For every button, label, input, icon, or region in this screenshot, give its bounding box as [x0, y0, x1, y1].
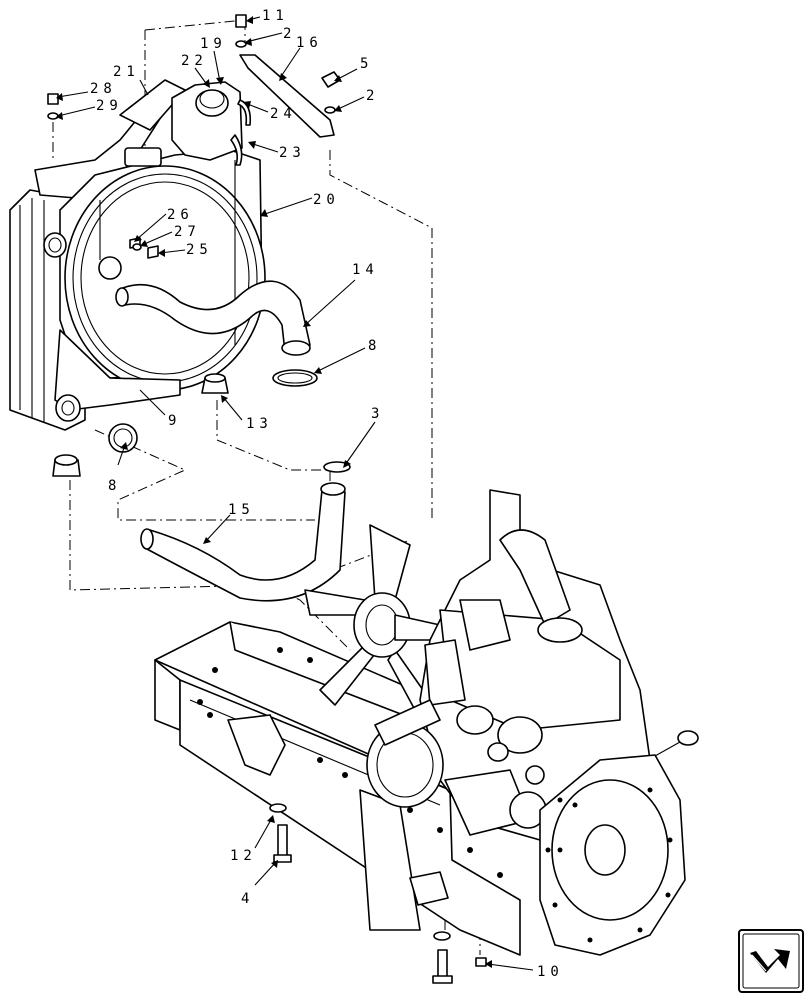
callout-29: 29: [96, 98, 123, 114]
callout-22: 22: [181, 53, 208, 69]
overflow-bottle: [171, 81, 252, 166]
leader-lines: [56, 16, 534, 971]
callout-20: 20: [313, 192, 340, 208]
callout-13: 13: [246, 416, 273, 432]
callout-14: 14: [352, 262, 379, 278]
callout-24: 24: [270, 106, 297, 122]
callout-15: 15: [228, 502, 255, 518]
callout-4: 4: [241, 891, 254, 907]
callout-9: 9: [168, 413, 181, 429]
callout-2-right: 2: [366, 88, 379, 104]
cooling-fan: [304, 524, 441, 711]
callout-11: 11: [262, 8, 289, 24]
callout-2-top: 2: [283, 26, 296, 42]
rubber-mounts: [52, 373, 229, 477]
callout-8-upper: 8: [368, 338, 381, 354]
callout-25: 25: [186, 242, 213, 258]
engine-block: [366, 489, 699, 956]
callout-labels: 11 2 16 19 22 21 28 29 5 2 24 23 20 26 2…: [90, 8, 564, 980]
callout-12: 12: [230, 848, 257, 864]
small-hardware-bottom: [269, 803, 487, 984]
callout-10: 10: [537, 964, 564, 980]
callout-28: 28: [90, 81, 117, 97]
callout-19: 19: [200, 36, 227, 52]
callout-27: 27: [174, 224, 201, 240]
callout-23: 23: [279, 145, 306, 161]
radiator-assembly: [9, 79, 266, 431]
callout-16: 16: [296, 35, 323, 51]
upper-radiator-hose: [115, 280, 311, 356]
callout-5: 5: [360, 56, 373, 72]
callout-3: 3: [371, 406, 384, 422]
callout-21: 21: [113, 64, 140, 80]
callout-8-lower: 8: [108, 478, 121, 494]
next-page-arrow-icon[interactable]: [738, 929, 804, 993]
flywheel-bolt-holes: [545, 787, 673, 943]
lower-radiator-hose: [140, 482, 346, 602]
callout-26: 26: [167, 207, 194, 223]
